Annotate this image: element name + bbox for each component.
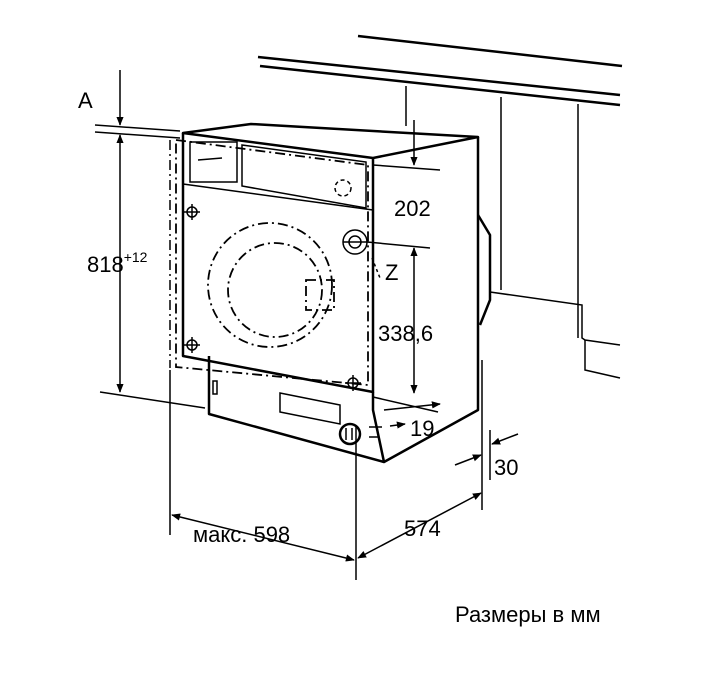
plinth <box>212 380 382 446</box>
width-dimension <box>169 370 357 580</box>
control-panel <box>182 141 374 211</box>
rear-gap-dimension <box>454 430 519 480</box>
worktop <box>257 34 623 107</box>
panel-dimension <box>372 120 441 171</box>
units-caption: Размеры в мм <box>455 602 601 627</box>
label-point-z: Z <box>385 260 398 285</box>
door-outline <box>175 138 369 386</box>
cabinet-side <box>405 86 621 379</box>
label-depth: 574 <box>404 516 441 541</box>
label-rear-gap: 30 <box>494 455 518 480</box>
label-height: 818+12 <box>87 249 148 277</box>
depth-dimension <box>357 360 483 559</box>
label-panel-offset: 202 <box>394 196 431 221</box>
label-hose-height: 338,6 <box>378 321 433 346</box>
label-point-a: A <box>78 88 93 113</box>
height-dimension <box>94 70 206 409</box>
foot-dimension <box>372 396 441 429</box>
label-foot-offset: 19 <box>410 416 434 441</box>
label-max-width: макс. 598 <box>193 522 290 547</box>
machine-body <box>181 122 492 464</box>
mounting-points <box>184 204 368 391</box>
hose-dimension <box>366 241 431 394</box>
